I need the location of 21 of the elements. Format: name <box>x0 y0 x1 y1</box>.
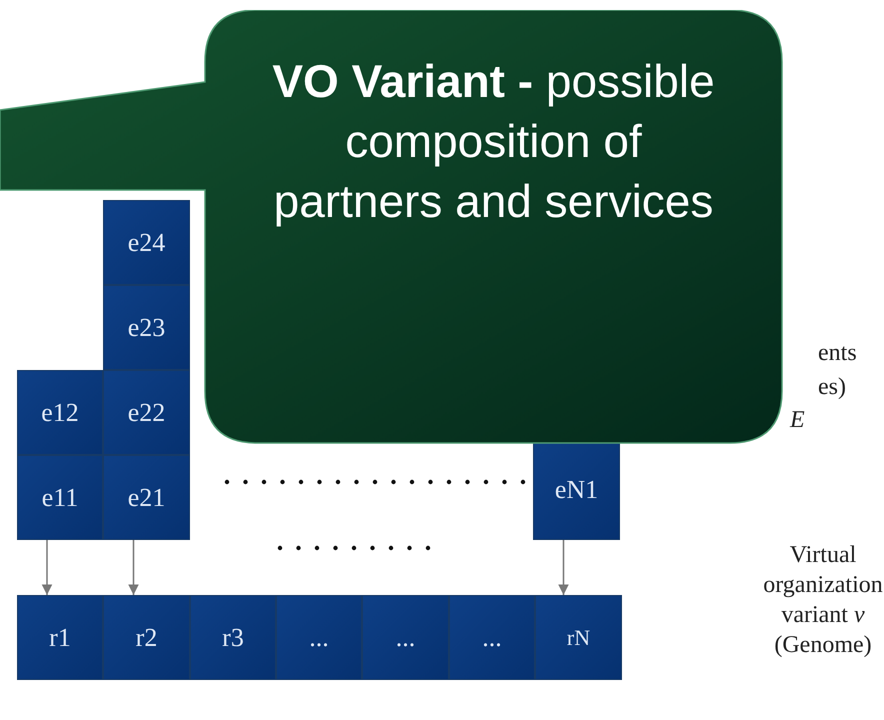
cell: rN <box>535 595 622 680</box>
cell: e12 <box>17 370 103 455</box>
cell: ... <box>449 595 535 680</box>
partial-text: E <box>790 406 805 435</box>
arrow <box>42 540 52 595</box>
cell: r2 <box>103 595 190 680</box>
cell: ... <box>362 595 449 680</box>
cell: e11 <box>17 455 103 540</box>
cell: r3 <box>190 595 276 680</box>
cell: r1 <box>17 595 103 680</box>
caption-text: Virtual organization variant v (Genome) <box>762 541 884 660</box>
partial-text: ents <box>818 339 857 368</box>
cell: ... <box>276 595 362 680</box>
cell: e22 <box>103 370 190 455</box>
arrow <box>558 540 569 595</box>
arrow <box>128 540 139 595</box>
cell: e23 <box>103 285 190 370</box>
cell: e21 <box>103 455 190 540</box>
cell: e24 <box>103 200 190 285</box>
callout-text: VO Variant - possible composition of partners and services <box>271 54 716 229</box>
partial-text: es) <box>818 373 846 402</box>
